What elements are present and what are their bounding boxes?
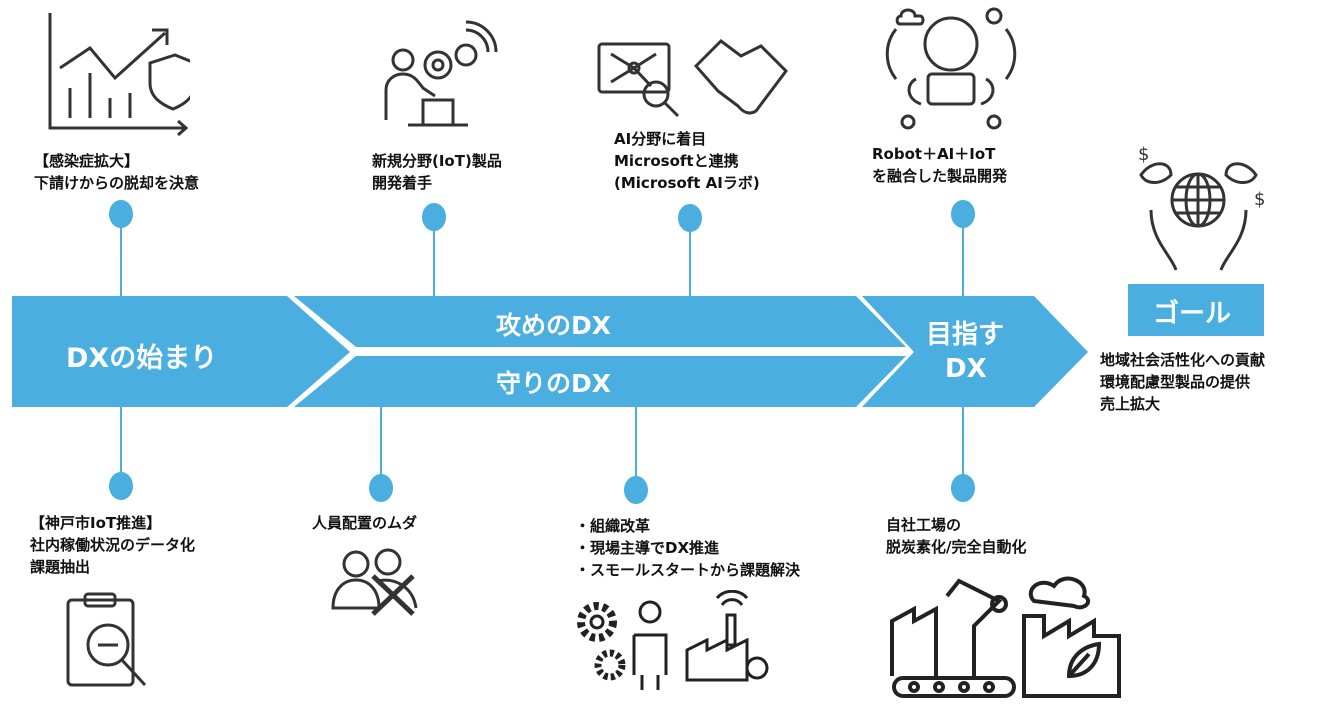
milestone-top-2: 新規分野(IoT)製品 開発着手: [372, 150, 502, 194]
robot-arm-eco-factory-icon: [884, 566, 1134, 701]
phase-offense-shape: [294, 296, 906, 347]
clipboard-search-icon: [60, 590, 155, 695]
milestone-text: AI分野に着目: [614, 130, 707, 148]
milestone-text: Microsoftと連携: [614, 152, 739, 170]
milestone-text: 課題抽出: [30, 558, 91, 576]
milestone-text: 開発着手: [372, 174, 433, 192]
milestone-dot: [678, 204, 702, 232]
milestone-dot: [109, 472, 133, 500]
goal-items: 地域社会活性化への貢献 環境配慮型製品の提供 売上拡大: [1100, 349, 1265, 415]
phase-start-label: DXの始まり: [66, 343, 218, 374]
milestone-dot: [109, 200, 133, 228]
milestone-text: 下請けからの脱却を決意: [34, 174, 200, 192]
milestone-text: 【神戸市IoT推進】: [30, 514, 162, 532]
milestone-text: ・組織改革: [575, 517, 651, 535]
milestone-top-1: 【感染症拡大】 下請けからの脱却を決意: [34, 150, 199, 194]
milestone-text: 社内稼働状況のデータ化: [30, 536, 196, 554]
milestone-dot: [422, 203, 446, 231]
milestone-text: 新規分野(IoT)製品: [372, 152, 502, 170]
milestone-text: 人員配置のムダ: [312, 514, 418, 532]
goal-box: [1128, 284, 1264, 336]
milestone-text: ・スモールスタートから課題解決: [575, 561, 801, 579]
robot-ai-icon: [876, 4, 1026, 134]
milestone-dot: [369, 474, 393, 502]
milestone-text: 【感染症拡大】: [34, 152, 140, 170]
milestone-text: 自社工場の: [886, 516, 962, 534]
milestone-dot: [624, 476, 648, 504]
milestone-bottom-2: 人員配置のムダ: [312, 512, 417, 534]
svg-text:$: $: [1138, 144, 1149, 165]
goal-item: 売上拡大: [1100, 395, 1161, 413]
milestone-text: (Microsoft AIラボ): [614, 174, 760, 192]
phase-defense-label: 守りのDX: [496, 369, 612, 398]
svg-text:$: $: [1254, 189, 1265, 210]
milestone-top-3: AI分野に着目 Microsoftと連携 (Microsoft AIラボ): [614, 128, 760, 194]
milestone-text: を融合した製品開発: [872, 167, 1008, 185]
globe-hands-icon: $$: [1126, 140, 1271, 282]
milestone-dot: [951, 200, 975, 228]
gears-worker-factory-icon: [572, 590, 777, 690]
phase-target-shape: [862, 296, 1088, 407]
milestone-text: ・現場主導でDX推進: [575, 539, 720, 557]
milestone-top-4: Robot＋AI＋IoT を融合した製品開発: [872, 143, 1007, 187]
milestone-bottom-1: 【神戸市IoT推進】 社内稼働状況のデータ化 課題抽出: [30, 512, 195, 578]
milestone-dot: [951, 474, 975, 502]
phase-defense-shape: [294, 356, 906, 407]
milestone-bottom-3: ・組織改革 ・現場主導でDX推進 ・スモールスタートから課題解決: [575, 515, 800, 581]
people-cross-icon: [328, 546, 428, 616]
person-gears-icon: [378, 20, 498, 130]
milestone-text: 脱炭素化/完全自動化: [886, 538, 1027, 556]
goal-item: 地域社会活性化への貢献: [1100, 351, 1266, 369]
milestone-bottom-4: 自社工場の 脱炭素化/完全自動化: [886, 514, 1026, 558]
ai-handshake-icon: [596, 36, 796, 121]
phase-offense-label: 攻めのDX: [496, 311, 612, 340]
phase-target-label-2: DX: [945, 354, 987, 384]
chart-shield-icon: [40, 8, 190, 138]
phase-target-label-1: 目指す: [926, 320, 1005, 350]
goal-item: 環境配慮型製品の提供: [1100, 373, 1251, 391]
milestone-text: Robot＋AI＋IoT: [872, 145, 996, 163]
phase-start-shape: [12, 296, 350, 407]
goal-label: ゴール: [1153, 299, 1232, 329]
